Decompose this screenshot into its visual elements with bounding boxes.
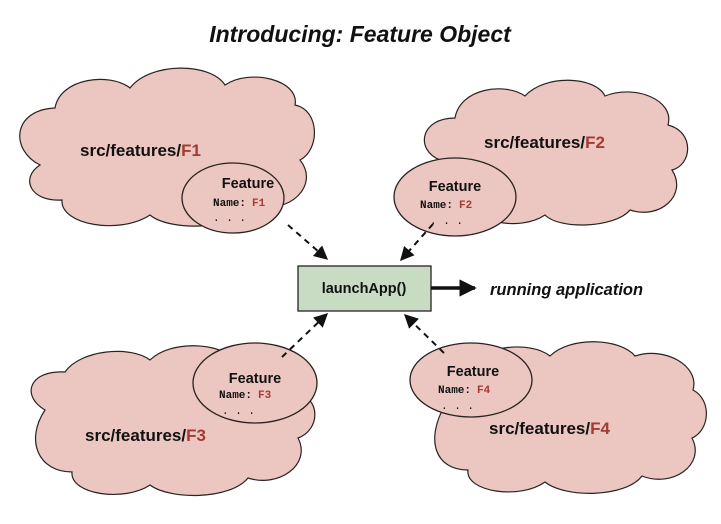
feature-object-f4: Feature Name:F4 . . . [409, 342, 533, 418]
feature-ellipsis-f1: . . . [213, 213, 246, 225]
feature-ellipsis-f3: . . . [222, 406, 255, 418]
feature-ellipsis-f2: . . . [430, 216, 463, 228]
feature-label-f4: Feature [447, 364, 499, 380]
launch-label: launchApp() [322, 281, 407, 297]
feature-object-f1: Feature Name:F1 . . . [181, 162, 285, 234]
feature-label-f1: Feature [222, 176, 274, 192]
arrow-f2-to-launch [400, 223, 434, 262]
feature-name-f1: Name:F1 [213, 198, 266, 210]
diagram-title: Introducing: Feature Object [209, 21, 512, 47]
arrow-f1-to-launch [287, 224, 329, 260]
launch-app-box: launchApp() [297, 265, 432, 312]
launch-box-rect [297, 265, 432, 312]
feature-ellipsis-f4: . . . [441, 401, 474, 413]
path-label-f3: src/features/F3 [85, 426, 206, 445]
path-label-f2: src/features/F2 [484, 133, 605, 152]
feature-name-f3: Name:F3 [219, 390, 272, 402]
feature-ellipse-f2 [393, 157, 517, 237]
feature-object-f3: Feature Name:F3 . . . [192, 342, 318, 424]
feature-ellipse-f1 [181, 162, 285, 234]
feature-name-f2: Name:F2 [420, 200, 472, 212]
arrow-f4-to-launch [403, 314, 445, 354]
path-label-f4: src/features/F4 [489, 419, 611, 438]
feature-label-f3: Feature [229, 371, 281, 387]
output-label: running application [490, 281, 643, 299]
feature-ellipse-f3 [192, 342, 318, 424]
feature-name-f4: Name:F4 [438, 385, 491, 397]
feature-label-f2: Feature [429, 179, 481, 195]
path-label-f1: src/features/F1 [80, 141, 201, 160]
feature-object-f2: Feature Name:F2 . . . [393, 157, 517, 237]
feature-ellipse-f4 [409, 342, 533, 418]
